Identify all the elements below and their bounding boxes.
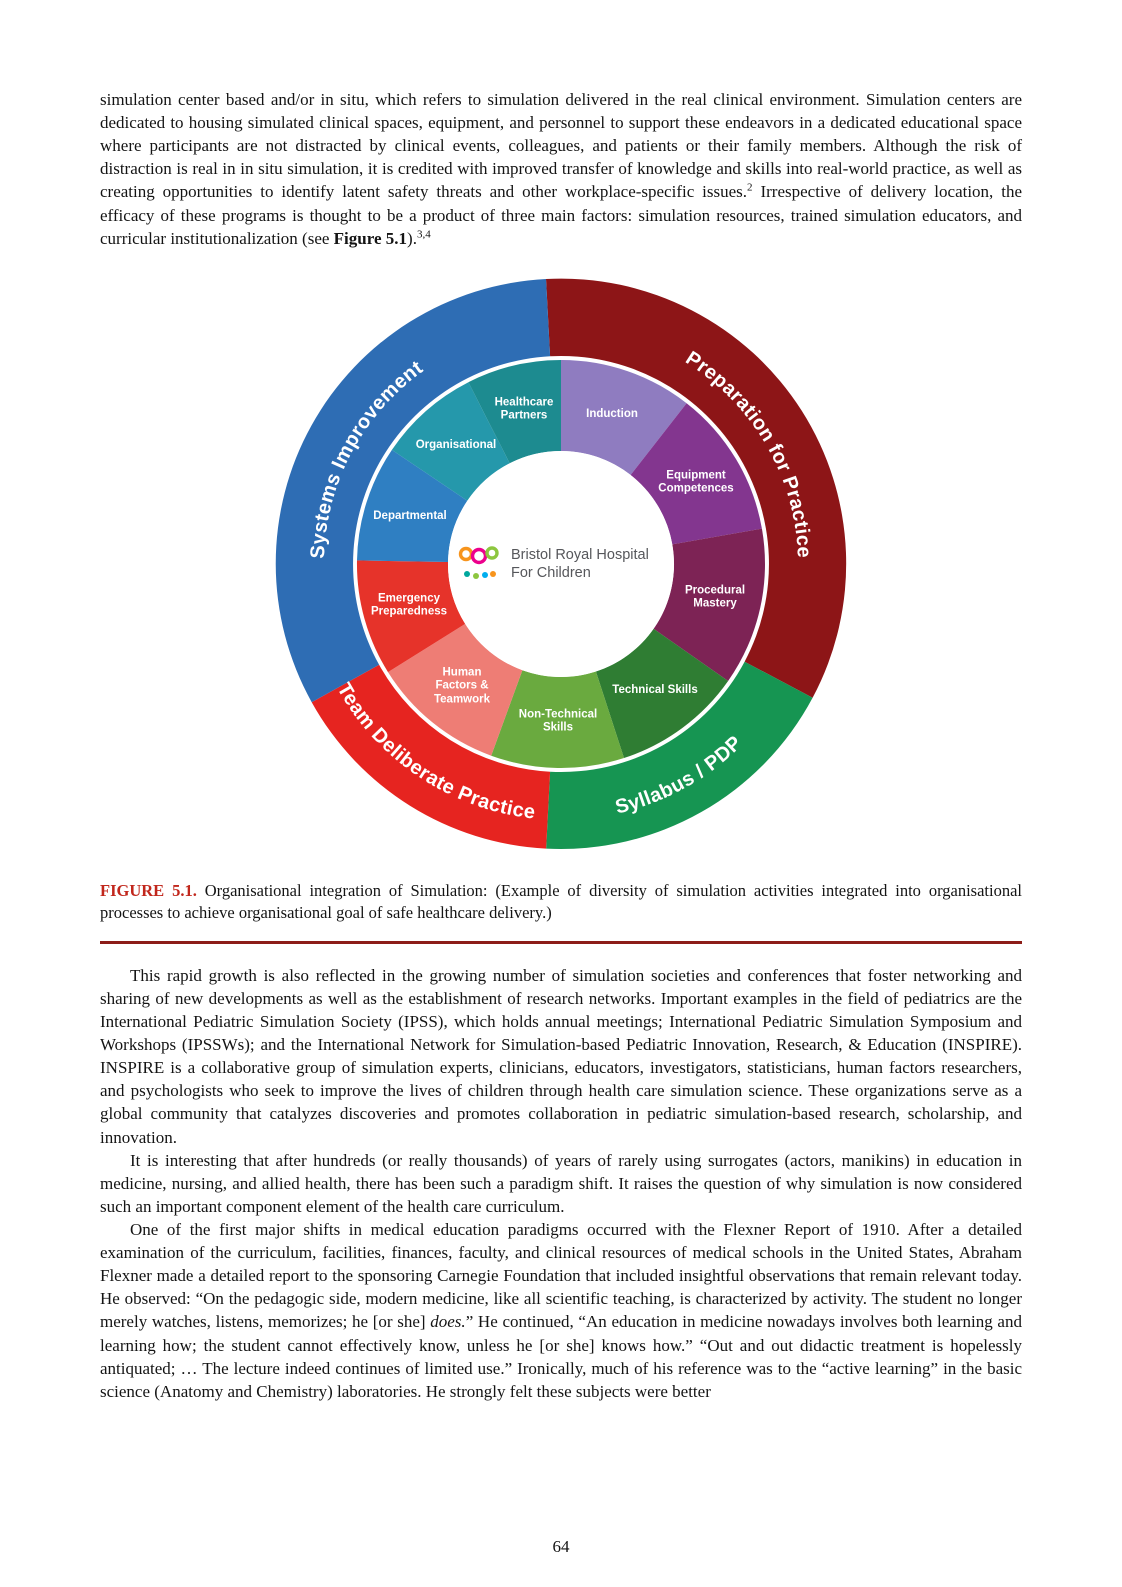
hospital-name-line1: Bristol Royal Hospital [511, 546, 649, 563]
segment-organisational [391, 381, 510, 501]
intro-paragraph: simulation center based and/or in situ, … [100, 88, 1022, 250]
hospital-branding: Bristol Royal Hospital For Children [457, 544, 665, 584]
segment-non-technical-skills [491, 669, 624, 768]
caption-divider [100, 940, 1022, 944]
segment-equipment-competences [630, 402, 762, 545]
figure-reference: Figure 5.1 [333, 228, 408, 248]
quadrant-systems-improvement [275, 278, 551, 702]
center-hub [448, 450, 674, 677]
body-paragraph-3: One of the first major shifts in medical… [100, 1218, 1022, 1403]
label-procedural-mastery: Procedural Mastery [684, 584, 746, 610]
figure-diagram: Systems Improvement Preparation for Prac… [271, 274, 851, 854]
quadrant-team-deliberate-practice [311, 664, 551, 849]
quadrant-syllabus-pdp [546, 661, 813, 849]
page-number: 64 [552, 1537, 570, 1556]
figure-caption-label: FIGURE 5.1. [100, 880, 197, 900]
body-paragraph-1: This rapid growth is also reflected in t… [100, 965, 1022, 1147]
donut-diagram: Systems Improvement Preparation for Prac… [275, 278, 847, 849]
page-content: simulation center based and/or in situ, … [100, 88, 1022, 1403]
body-paragraph-2: It is interesting that after hundreds (o… [100, 1150, 1022, 1216]
segment-procedural-mastery [653, 528, 765, 681]
intro-text-2: Irrespective of delivery location, the e… [100, 182, 1022, 248]
citation-3-4: 3,4 [416, 228, 431, 240]
body-paragraph-3-italic: does. [430, 1312, 466, 1332]
body-paragraph-3-text-2: ” He continued, “An education in medicin… [100, 1312, 1022, 1401]
citation-2: 2 [747, 181, 753, 194]
body-text: This rapid growth is also reflected in t… [100, 964, 1022, 1403]
hospital-name-line2: For Children [511, 564, 591, 581]
segment-technical-skills [595, 628, 729, 758]
label-induction: Induction [586, 407, 638, 420]
hospital-name: Bristol Royal Hospital For Children [511, 546, 649, 582]
label-healthcare-partners: Healthcare Partners [494, 396, 554, 422]
intro-text-3: ). [407, 228, 417, 248]
label-human-factors-teamwork: Human Factors & Teamwork [433, 666, 491, 706]
segment-healthcare-partners [468, 359, 561, 464]
label-emergency-preparedness: Emergency Preparedness [370, 592, 448, 618]
hospital-logo-icon [458, 546, 499, 579]
segment-induction [561, 359, 687, 475]
segment-departmental [357, 449, 468, 562]
figure-caption: FIGURE 5.1. Organisational integration o… [100, 880, 1022, 925]
segment-emergency-preparedness [356, 560, 466, 672]
figure-caption-text: Organisational integration of Simulation… [100, 880, 1023, 923]
intro-text-1: simulation center based and/or in situ, … [100, 90, 1022, 202]
segment-human-factors-teamwork [388, 623, 523, 756]
label-technical-skills: Technical Skills [612, 683, 698, 696]
label-departmental: Departmental [373, 509, 447, 522]
label-equipment-competences: Equipment Competences [658, 469, 734, 495]
label-non-technical-skills: Non-Technical Skills [518, 708, 598, 734]
body-paragraph-3-text-1: One of the first major shifts in medical… [100, 1220, 1022, 1332]
label-organisational: Organisational [415, 438, 497, 451]
quadrant-preparation-for-practice [546, 278, 847, 698]
